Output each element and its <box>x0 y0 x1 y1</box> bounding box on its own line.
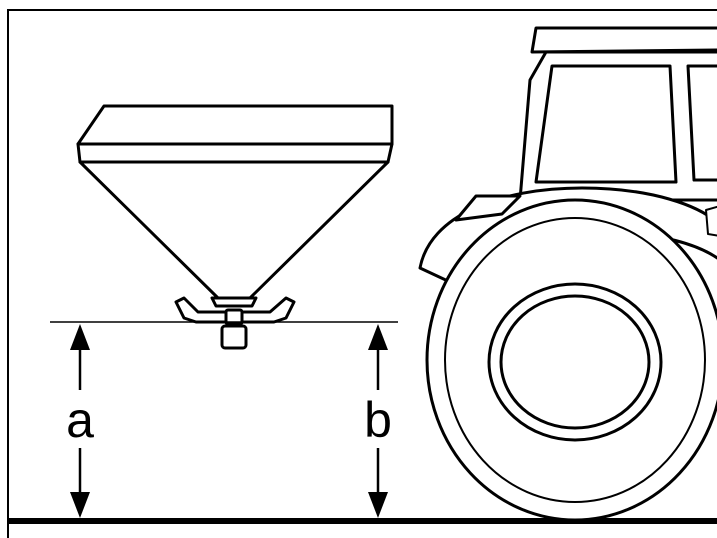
tractor-step <box>705 205 717 237</box>
wheel-rim-inner <box>499 294 651 430</box>
ground-line <box>8 518 717 524</box>
spreader <box>76 104 394 350</box>
dimension-b-arrow-up <box>368 324 388 350</box>
cab-window-rear <box>534 64 678 184</box>
cab-window-side <box>686 64 717 182</box>
hopper-lid <box>76 104 394 146</box>
diagram-frame <box>7 9 717 538</box>
tire-inner-ring <box>444 217 706 503</box>
dimension-a-arrow-up <box>70 324 90 350</box>
disc-hub <box>224 308 244 326</box>
tractor <box>418 26 717 522</box>
dimension-a-arrow-down <box>70 492 90 518</box>
dimension-b-label: b <box>364 392 392 448</box>
cab-roof <box>530 26 717 54</box>
hopper-outlet <box>210 296 258 308</box>
hopper-funnel <box>78 160 390 300</box>
dimension-a-label: a <box>66 392 94 448</box>
gearbox <box>220 324 248 350</box>
fender-bracket <box>454 194 522 222</box>
spreading-disc <box>174 296 296 324</box>
dimension-a: a <box>66 324 94 518</box>
dimension-b: b <box>364 324 392 518</box>
dimension-b-arrow-down <box>368 492 388 518</box>
hopper-rim <box>76 142 394 164</box>
